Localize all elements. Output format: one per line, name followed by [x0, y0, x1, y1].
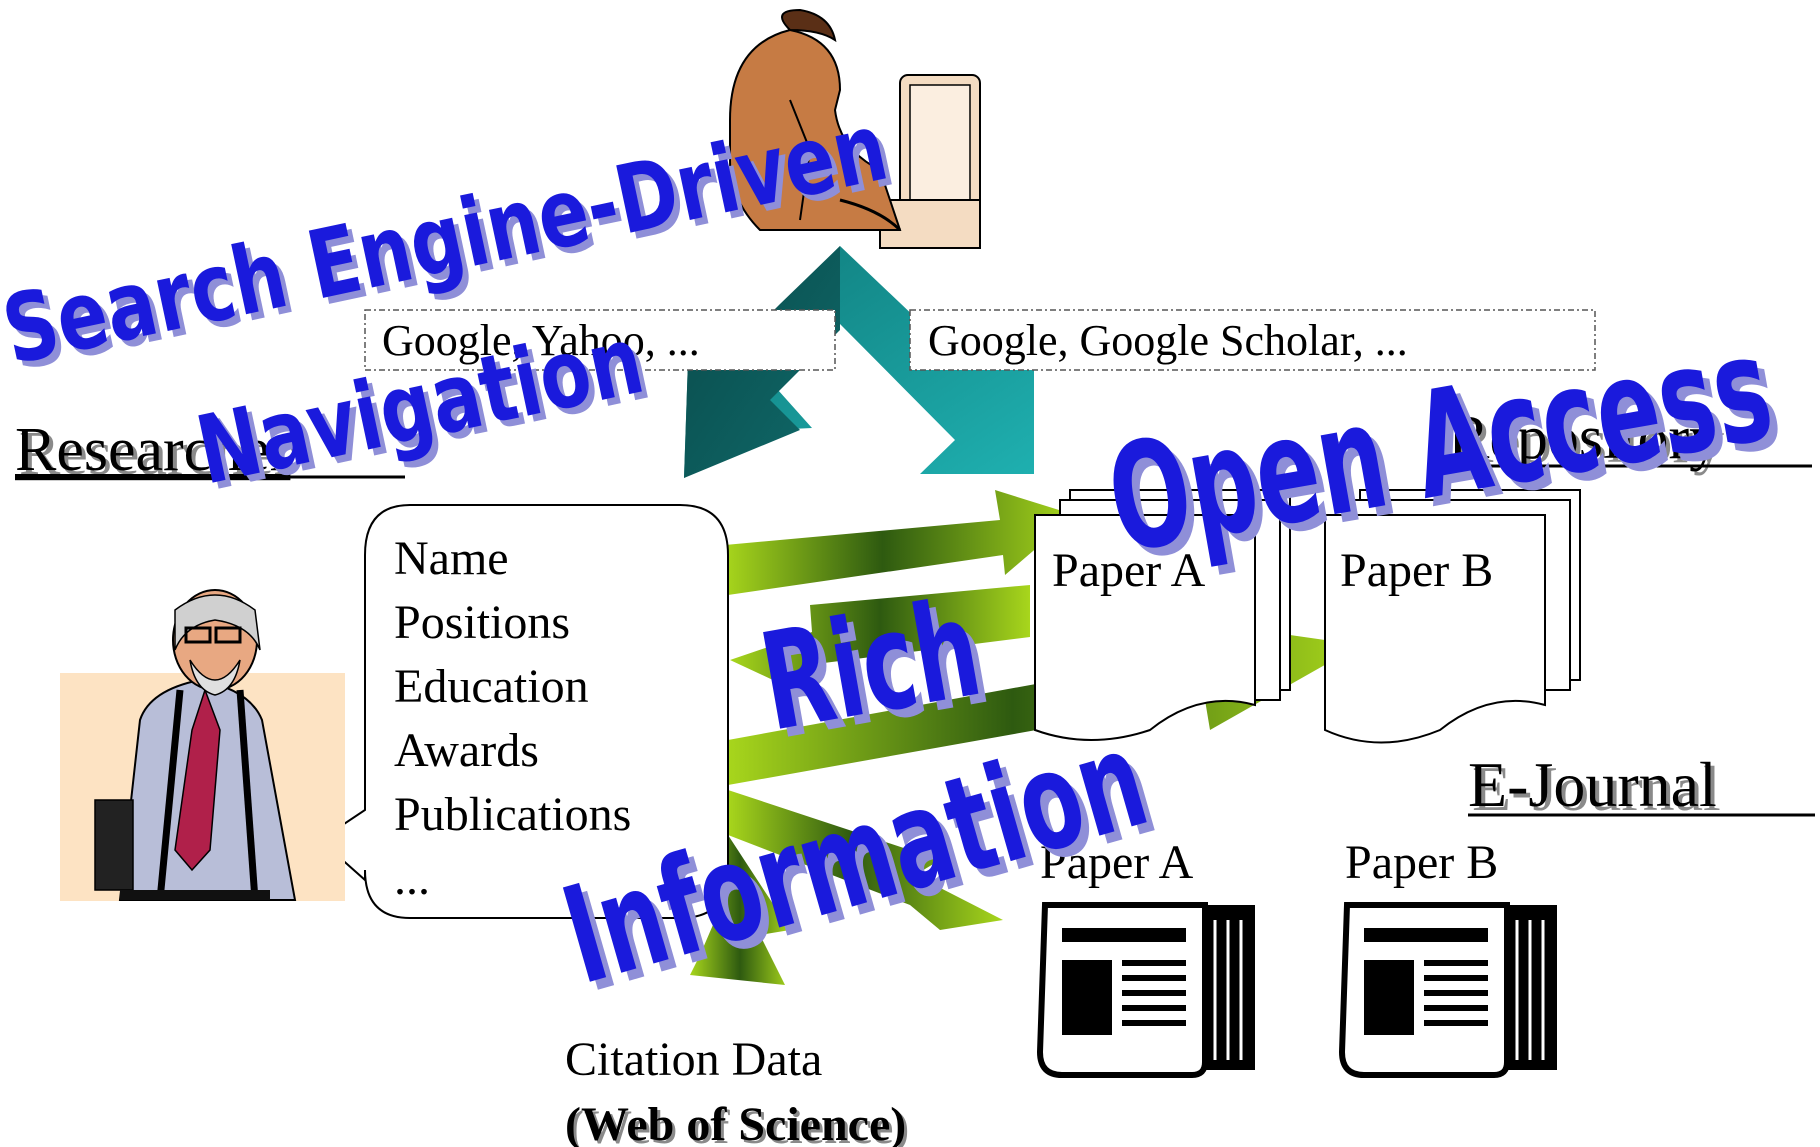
profile-item: Education	[394, 660, 589, 713]
profile-item: Publications	[394, 788, 631, 841]
profile-bubble: Name Positions Education Awards Publicat…	[318, 504, 729, 919]
newspaper-icon	[1338, 902, 1557, 1078]
ejournal-label-shadow: E-Journal	[1472, 753, 1721, 824]
search-box-left: Google, Yahoo, ...	[364, 309, 836, 371]
repository-paper-b: Paper B	[1324, 489, 1581, 744]
profile-item: Awards	[394, 724, 539, 777]
researcher-label: Researcher	[15, 416, 291, 484]
repository-paper-b-label: Paper B	[1340, 544, 1493, 597]
ejournal-paper-a-label: Paper A	[1040, 836, 1194, 889]
repository-paper-a-label: Paper A	[1052, 544, 1206, 597]
repository-label: Repository	[1448, 404, 1720, 472]
search-box-right-text: Google, Google Scholar, ...	[928, 316, 1408, 365]
overlay-rich-shadow: Rich	[758, 578, 998, 770]
search-box-left-text: Google, Yahoo, ...	[382, 316, 700, 365]
researcher-icon	[60, 589, 345, 901]
citation-source-label: (Web of Science)	[565, 1098, 906, 1147]
profile-item: Name	[394, 532, 509, 585]
ejournal-label: E-Journal	[1468, 749, 1717, 820]
profile-item: Positions	[394, 596, 570, 649]
citation-source-shadow: (Web of Science)	[568, 1101, 909, 1147]
computer-user-icon	[729, 8, 981, 249]
profile-item: ...	[394, 852, 430, 905]
ejournal-paper-b-label: Paper B	[1345, 836, 1498, 889]
citation-label: Citation Data	[565, 1033, 822, 1086]
repository-paper-a: Paper A	[1034, 489, 1291, 741]
search-box-right: Google, Google Scholar, ...	[909, 309, 1596, 371]
overlay-rich-text: Rich	[750, 570, 990, 762]
newspaper-icon	[1036, 902, 1255, 1078]
